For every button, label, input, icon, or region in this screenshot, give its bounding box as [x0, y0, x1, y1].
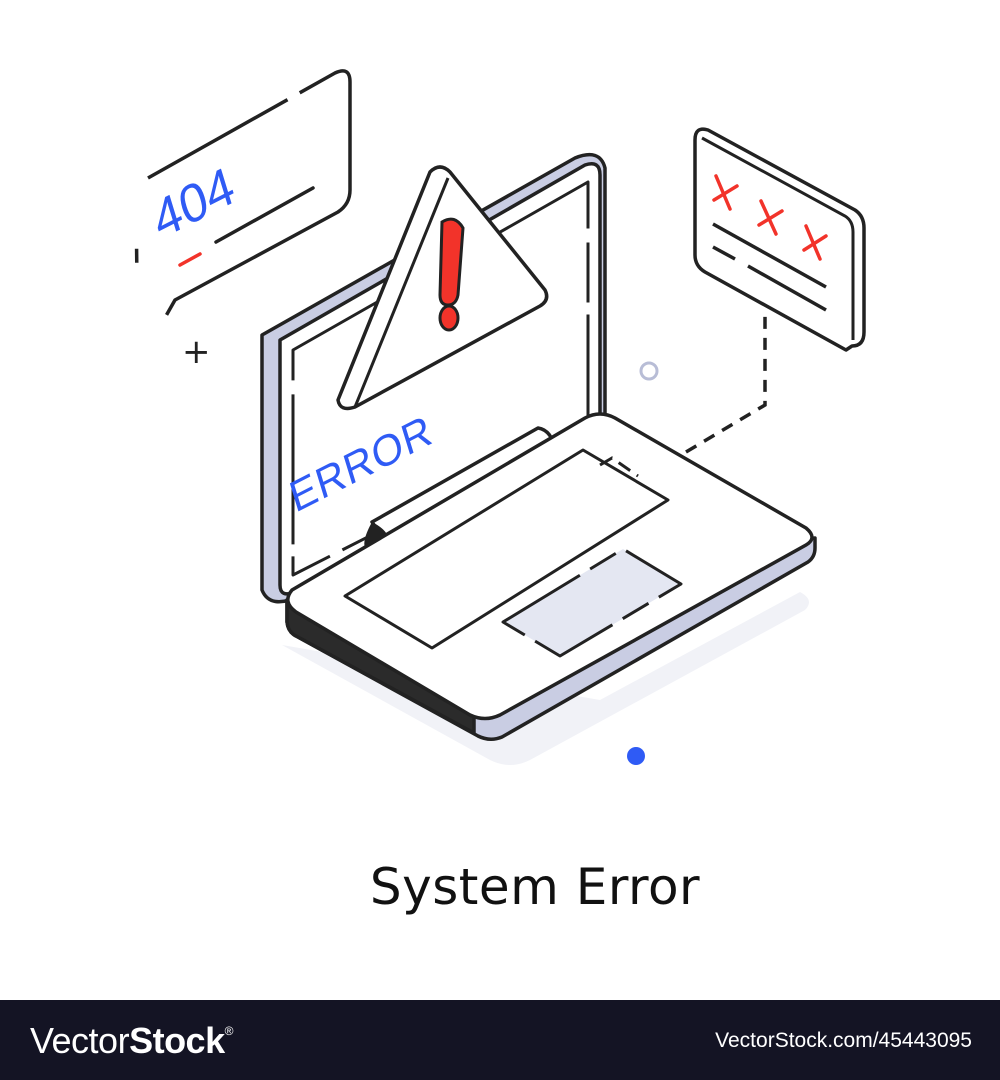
brand-bold: Stock [129, 1020, 225, 1061]
illustration-canvas: ERROR 404 [134, 69, 866, 765]
plus-icon: + [182, 332, 211, 372]
exclamation-icon [438, 217, 465, 307]
speech-bubble-404: 404 [134, 69, 352, 367]
dashed-connector [685, 308, 767, 454]
laptop-base [285, 412, 817, 741]
dot-decoration-icon [627, 747, 645, 765]
brand-light: Vector [30, 1020, 130, 1061]
laptop-keyboard [343, 448, 670, 650]
brand-logo: VectorStock® [30, 1020, 233, 1062]
ring-decoration-icon [639, 361, 659, 381]
error-x-marks [712, 174, 828, 261]
error-card [693, 127, 866, 352]
system-error-illustration: ERROR 404 [134, 69, 866, 765]
caption-title: System Error [369, 858, 701, 916]
image-reference: VectorStock.com/45443095 [715, 1029, 972, 1052]
warning-triangle [336, 165, 549, 411]
laptop-trackpad [501, 547, 683, 658]
registered-mark: ® [224, 1024, 234, 1038]
watermark-footer: VectorStock® VectorStock.com/45443095 [0, 1000, 1000, 1080]
